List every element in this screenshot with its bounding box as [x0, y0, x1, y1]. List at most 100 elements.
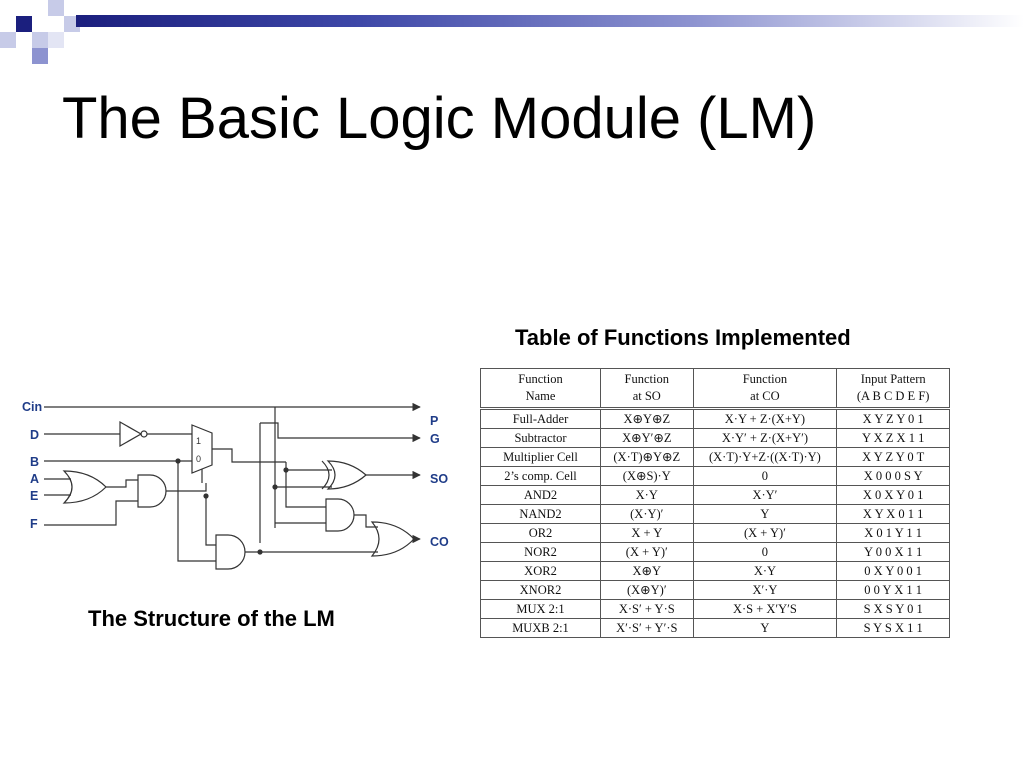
cell-so: (X⊕S)·Y — [600, 466, 694, 486]
cell-name: OR2 — [480, 523, 601, 543]
cell-name: AND2 — [480, 485, 601, 505]
g-wire — [259, 422, 420, 543]
cell-so: (X·Y)′ — [600, 504, 694, 524]
cell-pattern: X Y Z Y 0 T — [836, 447, 950, 467]
output-label-so: SO — [430, 472, 448, 486]
output-label-g: G — [430, 432, 440, 446]
mux-input-1-label: 1 — [196, 436, 201, 446]
cell-co: X′·Y — [692, 580, 838, 600]
input-label-d: D — [30, 428, 39, 442]
cell-so: (X·T)⊕Y⊕Z — [600, 447, 694, 467]
and-gate-mid — [325, 498, 355, 532]
cell-so: X·Y — [600, 485, 694, 505]
input-label-a: A — [30, 472, 39, 486]
cell-co: Y — [692, 618, 838, 638]
cell-so: X + Y — [600, 523, 694, 543]
cell-name: Multiplier Cell — [480, 447, 601, 467]
cell-name: Subtractor — [480, 428, 601, 448]
cell-pattern: 0 0 Y X 1 1 — [836, 580, 950, 600]
logic-module-diagram: Cin D B A E F P G SO CO 1 0 — [22, 400, 449, 570]
corner-decoration — [0, 0, 80, 64]
xor-back-curve — [321, 460, 330, 490]
inverter-gate — [119, 420, 143, 448]
or-gate-ae — [62, 470, 107, 504]
cell-so: X·S′ + Y·S — [600, 599, 694, 619]
mux — [191, 424, 213, 474]
cell-name: 2’s comp. Cell — [480, 466, 601, 486]
cell-name: MUX 2:1 — [480, 599, 601, 619]
cell-pattern: X 0 0 0 S Y — [836, 466, 950, 486]
circuit-caption: The Structure of the LM — [88, 606, 335, 631]
cell-pattern: X Y X 0 1 1 — [836, 504, 950, 524]
cell-name: Full-Adder — [480, 407, 601, 429]
and-gate-top — [137, 474, 167, 508]
or-out-wire — [106, 479, 138, 488]
and-gate-bottom — [215, 534, 246, 570]
cell-pattern: S Y S X 1 1 — [836, 618, 950, 638]
cell-name: XNOR2 — [480, 580, 601, 600]
and-mid-in-wire-1 — [285, 470, 326, 508]
cell-name: MUXB 2:1 — [480, 618, 601, 638]
cell-co: 0 — [692, 542, 838, 562]
table-row: Multiplier Cell(X·T)⊕Y⊕Z(X·T)·Y+Z·((X·T)… — [480, 447, 950, 467]
cell-co: X·S + X′Y′S — [692, 599, 838, 619]
or-input-wires — [44, 478, 71, 496]
cell-so: X′·S′ + Y′·S — [600, 618, 694, 638]
cell-pattern: S X S Y 0 1 — [836, 599, 950, 619]
cell-pattern: 0 X Y 0 0 1 — [836, 561, 950, 581]
and-top-out-wire — [166, 483, 207, 492]
cell-name: NOR2 — [480, 542, 601, 562]
input-label-e: E — [30, 489, 38, 503]
cell-co: Y — [692, 504, 838, 524]
header-input-pattern: Input Pattern(A B C D E F) — [836, 368, 950, 409]
slide-title: The Basic Logic Module (LM) — [62, 86, 817, 151]
mux-input-0-label: 0 — [196, 454, 201, 464]
g-junction — [257, 549, 263, 555]
cell-so: X⊕Y — [600, 561, 694, 581]
cell-so: (X + Y)′ — [600, 542, 694, 562]
cell-co: 0 — [692, 466, 838, 486]
mux-out-wire — [212, 448, 332, 471]
cin-junction — [272, 484, 278, 490]
cell-name: NAND2 — [480, 504, 601, 524]
and-mid-out-wire — [354, 514, 378, 528]
cell-pattern: X Y Z Y 0 1 — [836, 407, 950, 429]
cell-pattern: X 0 1 Y 1 1 — [836, 523, 950, 543]
cell-co: (X·T)·Y+Z·((X·T)·Y) — [692, 447, 838, 467]
output-label-co: CO — [430, 535, 449, 549]
cell-co: X·Y′ + Z·(X+Y′) — [692, 428, 838, 448]
and-top-drop-wire — [205, 496, 216, 546]
output-label-p: P — [430, 414, 438, 428]
f-wire — [44, 500, 138, 526]
header-gradient-bar — [76, 15, 1024, 27]
b-drop-wire — [177, 461, 216, 562]
cell-co: X·Y + Z·(X+Y) — [692, 407, 838, 429]
input-label-f: F — [30, 517, 38, 531]
cell-so: X⊕Y′⊕Z — [600, 428, 694, 448]
cell-co: (X + Y)′ — [692, 523, 838, 543]
input-label-b: B — [30, 455, 39, 469]
cell-co: X·Y — [692, 561, 838, 581]
cell-pattern: Y X Z X 1 1 — [836, 428, 950, 448]
cell-so: (X⊕Y)′ — [600, 580, 694, 600]
cell-so: X⊕Y⊕Z — [600, 407, 694, 429]
input-label-cin: Cin — [22, 400, 42, 414]
cell-pattern: X 0 X Y 0 1 — [836, 485, 950, 505]
xor-gate — [326, 460, 367, 490]
